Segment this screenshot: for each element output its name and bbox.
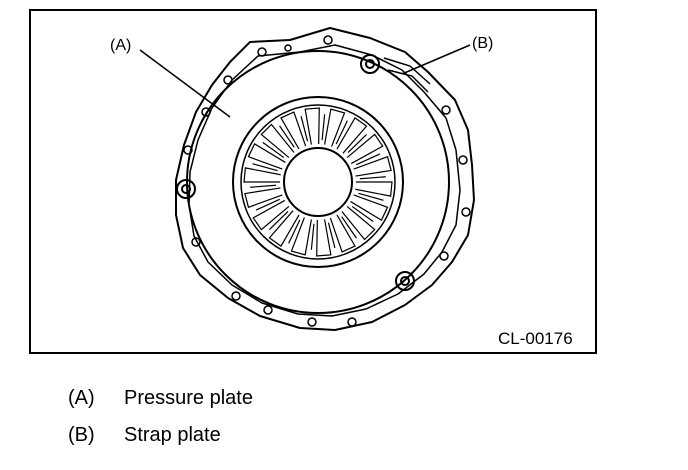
legend-key: (A) [68, 387, 95, 409]
spring-finger [324, 108, 346, 147]
spring-finger [350, 194, 389, 221]
spring-slot [288, 219, 301, 244]
callout-b-label: (B) [472, 35, 494, 52]
spring-finger [244, 187, 283, 209]
clutch-cover-diagram [139, 27, 475, 331]
spring-slot [321, 114, 326, 141]
spring-finger [290, 217, 312, 256]
mounting-bolt-left [176, 179, 196, 199]
spring-finger [304, 107, 320, 145]
mounting-bolt-top [360, 54, 380, 74]
spring-finger [316, 219, 332, 257]
spring-slot [310, 223, 315, 250]
spring-finger [247, 143, 286, 170]
spring-finger [355, 181, 393, 197]
spring-finger [341, 205, 376, 241]
spring-finger [252, 199, 290, 231]
spring-slot [250, 184, 277, 188]
spring-finger [336, 117, 368, 154]
pressure-plate-outer [186, 50, 450, 314]
spring-slot [268, 210, 289, 231]
legend-key: (B) [68, 424, 95, 446]
diaphragm-spring-outer [232, 96, 404, 268]
spring-slot [327, 222, 336, 249]
spring-slot [252, 163, 278, 172]
spring-slot [300, 115, 309, 142]
spring-finger [353, 155, 392, 177]
spring-slot [347, 133, 368, 154]
figure-code: CL-00176 [498, 329, 573, 348]
spring-slot [255, 198, 280, 211]
cover-flange-outline [175, 27, 475, 331]
spring-slot [279, 125, 295, 148]
spring-slot [262, 141, 285, 159]
spring-finger [243, 167, 281, 183]
spring-slot [335, 120, 348, 145]
mounting-bolt-bottom [395, 271, 415, 291]
spring-finger [280, 111, 307, 150]
spring-slot [341, 216, 357, 239]
spring-slot [359, 176, 386, 180]
leader-line-a [139, 49, 231, 118]
spring-finger [329, 214, 356, 253]
figure-frame [29, 9, 597, 354]
spring-finger [268, 210, 300, 247]
spring-finger [346, 133, 384, 165]
diaphragm-spring-rim [240, 104, 396, 260]
legend-text: Strap plate [124, 424, 221, 446]
spring-slot [351, 205, 374, 223]
callout-a-label: (A) [110, 37, 132, 54]
legend-item-a: (A) Pressure plate [68, 387, 253, 409]
leader-line-b [401, 44, 471, 75]
spring-slot [356, 153, 381, 166]
flange-holes [183, 35, 471, 327]
spring-finger [260, 123, 295, 159]
spring-slot [358, 192, 384, 201]
legend-item-b: (B) Strap plate [68, 424, 221, 446]
diaphragm-spring-center [283, 147, 353, 217]
legend-text: Pressure plate [124, 387, 253, 409]
diaphragm-spring-fingers [243, 107, 393, 257]
strap-plate [383, 57, 431, 93]
